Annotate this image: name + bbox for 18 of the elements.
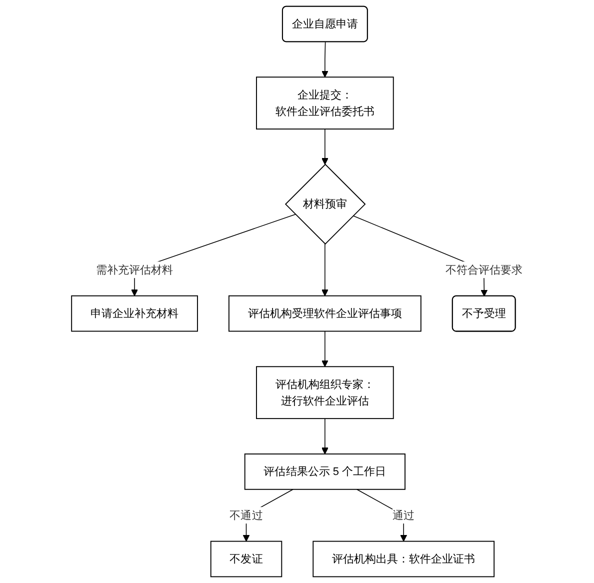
arrow — [321, 418, 328, 454]
node-box: 不发证 — [210, 540, 282, 578]
node-diamond: 材料预审 — [284, 164, 366, 245]
node-box: 评估机构受理软件企业评估事项 — [228, 295, 422, 332]
node-box: 评估结果公示 5 个工作日 — [244, 454, 406, 490]
arrow — [321, 330, 328, 367]
node-box: 申请企业补充材料 — [71, 295, 198, 332]
arrow — [321, 244, 328, 296]
node-box: 企业提交： 软件企业评估委托书 — [256, 76, 394, 130]
node-box: 评估机构组织专家： 进行软件企业评估 — [256, 366, 394, 420]
edge-label: 不通过 — [230, 508, 263, 522]
arrow — [321, 42, 328, 78]
edge-label: 不符合评估要求 — [445, 263, 522, 276]
edge-label: 通过 — [392, 508, 415, 522]
arrow — [321, 128, 328, 165]
node-box: 评估机构出具：软件企业证书 — [312, 540, 495, 578]
arrow — [356, 488, 408, 542]
edge-label: 需补充评估材料 — [96, 263, 174, 276]
